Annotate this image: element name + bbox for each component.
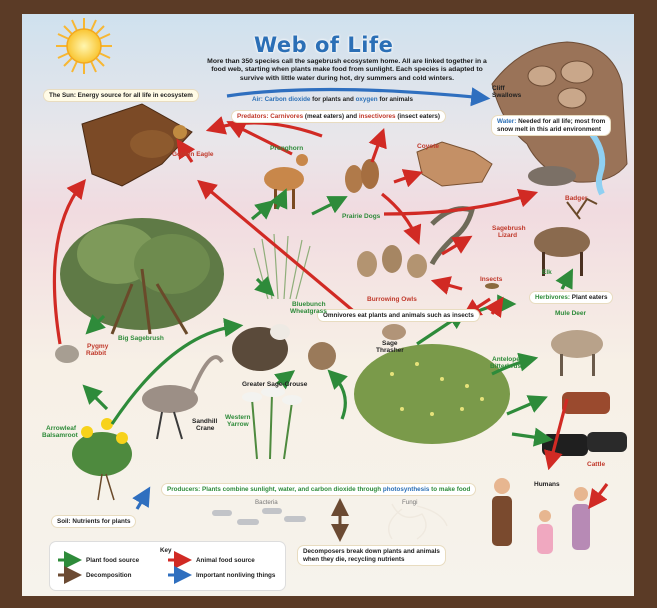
label-elk: Elk <box>542 270 552 277</box>
air-text-1: for plants and <box>310 96 355 103</box>
label-pygmy-2: Rabbit <box>86 351 106 358</box>
pronghorn-icon <box>264 154 308 209</box>
label-lizard-2: Lizard <box>498 233 517 240</box>
herbivores-term: Herbivores: <box>535 294 570 301</box>
label-thrasher-2: Thrasher <box>376 348 404 355</box>
intro-text: More than 350 species call the sagebrush… <box>202 58 492 83</box>
prairie-dogs-icon <box>345 159 379 193</box>
omnivores-box: Omnivores eat plants and animals such as… <box>318 310 479 321</box>
producers-text-1: Plants combine sunlight, water, and carb… <box>200 486 383 493</box>
web-of-life-poster: Web of Life More than 350 species call t… <box>22 14 634 596</box>
predators-text-1: (meat eaters) and <box>303 113 359 120</box>
predators-term: Predators: Carnivores <box>237 113 303 120</box>
label-sage-grouse: Greater Sage-Grouse <box>242 382 307 389</box>
sun-icon <box>56 18 112 74</box>
label-yarrow-2: Yarrow <box>227 422 249 429</box>
sun-text: Energy source for all life in ecosystem <box>76 92 193 99</box>
golden-eagle-icon <box>82 104 192 186</box>
elk-icon <box>534 199 597 276</box>
key-plant-label: Plant food source <box>86 557 139 564</box>
fungi-icon <box>389 504 447 539</box>
key-swatches <box>50 542 285 590</box>
water-line-1: Needed for all life; most from <box>516 118 605 125</box>
air-text-2: for animals <box>378 96 413 103</box>
label-arrowleaf-2: Balsamroot <box>42 433 78 440</box>
pygmy-rabbit-icon <box>55 345 79 363</box>
greater-sage-grouse-icon <box>232 324 336 371</box>
label-prairie-dogs: Prairie Dogs <box>342 214 380 221</box>
omnivores-term: Omnivores <box>323 312 356 319</box>
sage-thrasher-icon <box>382 324 406 340</box>
label-bluebunch-2: Wheatgrass <box>290 309 327 316</box>
label-antelope-2: Bitterbrush <box>490 364 525 371</box>
western-yarrow-icon <box>242 387 302 459</box>
decomposers-line-1: break down plants and animals <box>345 548 440 555</box>
arrowleaf-balsamroot-icon <box>72 418 132 500</box>
sun-term: The Sun: <box>49 92 76 99</box>
label-humans: Humans <box>534 482 560 489</box>
omnivores-text: eat plants and animals such as insects <box>356 312 474 319</box>
decomposers-line-2: when they die, recycling nutrients <box>303 556 404 563</box>
producers-term: Producers: <box>167 486 200 493</box>
label-insects: Insects <box>480 277 502 284</box>
air-oxygen: oxygen <box>356 96 378 103</box>
decomposers-box: Decomposers break down plants and animal… <box>298 546 445 565</box>
label-cattle: Cattle <box>587 462 605 469</box>
label-bacteria: Bacteria <box>255 500 278 507</box>
humans-icon <box>492 478 590 554</box>
air-box: Air: Carbon dioxide for plants and oxyge… <box>247 94 418 105</box>
label-burrowing-owls: Burrowing Owls <box>367 297 417 304</box>
predators-box: Predators: Carnivores (meat eaters) and … <box>232 111 445 122</box>
soil-box: Soil: Nutrients for plants <box>52 516 135 527</box>
label-coyote: Coyote <box>417 144 439 151</box>
decomposers-term: Decomposers <box>303 548 345 555</box>
key-decomp-label: Decomposition <box>86 572 131 579</box>
herbivores-box: Herbivores: Plant eaters <box>530 292 612 303</box>
cliff-icon <box>492 42 627 182</box>
label-big-sagebrush: Big Sagebrush <box>118 336 164 343</box>
producers-box: Producers: Plants combine sunlight, wate… <box>162 484 475 495</box>
label-sandhill-2: Crane <box>196 426 214 433</box>
photosynthesis-term: photosynthesis <box>383 486 430 493</box>
soil-text: Nutrients for plants <box>71 518 131 525</box>
key-animal-label: Animal food source <box>196 557 255 564</box>
label-golden-eagle: Golden Eagle <box>172 152 214 159</box>
air-term: Air: Carbon dioxide <box>252 96 310 103</box>
badger-icon <box>528 166 576 186</box>
key-nonliving-label: Important nonliving things <box>196 572 275 579</box>
predators-text-2: (insect eaters) <box>396 113 440 120</box>
mule-deer-icon <box>551 330 603 376</box>
sagebrush-lizard-icon <box>432 209 472 264</box>
bacteria-icon <box>212 508 306 525</box>
herbivores-text: Plant eaters <box>570 294 607 301</box>
label-badger: Badger <box>565 196 587 203</box>
label-pronghorn: Pronghorn <box>270 146 303 153</box>
water-line-2: snow melt in this arid environment <box>497 126 601 133</box>
big-sagebrush-icon <box>60 218 224 334</box>
producers-text-2: to make food <box>429 486 470 493</box>
label-mule-deer: Mule Deer <box>555 311 586 318</box>
label-fungi: Fungi <box>402 500 417 507</box>
insectivores-term: insectivores <box>359 113 396 120</box>
label-cliff-swallows-2: Swallows <box>492 93 521 100</box>
antelope-bitterbrush-icon <box>354 344 510 444</box>
soil-term: Soil: <box>57 518 71 525</box>
legend-key: Key Plant food source Animal food source… <box>50 542 285 590</box>
page-title: Web of Life <box>254 34 393 56</box>
water-term: Water: <box>497 118 516 125</box>
sun-box: The Sun: Energy source for all life in e… <box>44 90 198 101</box>
burrowing-owls-icon <box>357 245 427 278</box>
